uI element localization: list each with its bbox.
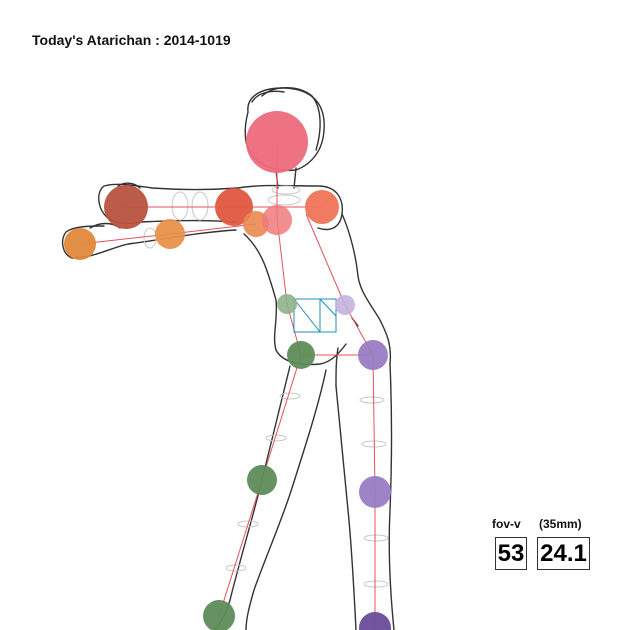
joint-left-shoulder[interactable] (305, 190, 339, 224)
body-outline (61, 87, 395, 630)
joint-left-knee[interactable] (247, 465, 277, 495)
joint-left-hip-small[interactable] (277, 294, 297, 314)
joint-left-hand[interactable] (64, 228, 96, 260)
joint-left-shoulder-far[interactable] (104, 185, 148, 229)
camera-panel: fov-v (35mm) 53 24.1 (491, 517, 601, 577)
joint-left-foot[interactable] (203, 600, 235, 630)
focal-length-field[interactable]: 24.1 (537, 537, 590, 570)
joint-right-foot[interactable] (359, 612, 391, 630)
fov-label: fov-v (492, 517, 521, 531)
joint-right-knee[interactable] (359, 476, 391, 508)
joint-left-elbow[interactable] (155, 219, 185, 249)
page-title: Today's Atarichan : 2014-1019 (32, 32, 231, 48)
joint-head[interactable] (246, 111, 308, 173)
joints[interactable] (64, 111, 391, 630)
pelvis-box[interactable] (293, 298, 337, 333)
joint-right-hip[interactable] (358, 340, 388, 370)
joint-right-hip-small[interactable] (335, 295, 355, 315)
joint-left-hip[interactable] (287, 341, 315, 369)
joint-neck-base[interactable] (262, 205, 292, 235)
joint-right-shoulder[interactable] (215, 188, 253, 226)
fov-value-field[interactable]: 53 (495, 537, 527, 570)
lens-label: (35mm) (539, 517, 582, 531)
limb-guides (143, 185, 389, 588)
